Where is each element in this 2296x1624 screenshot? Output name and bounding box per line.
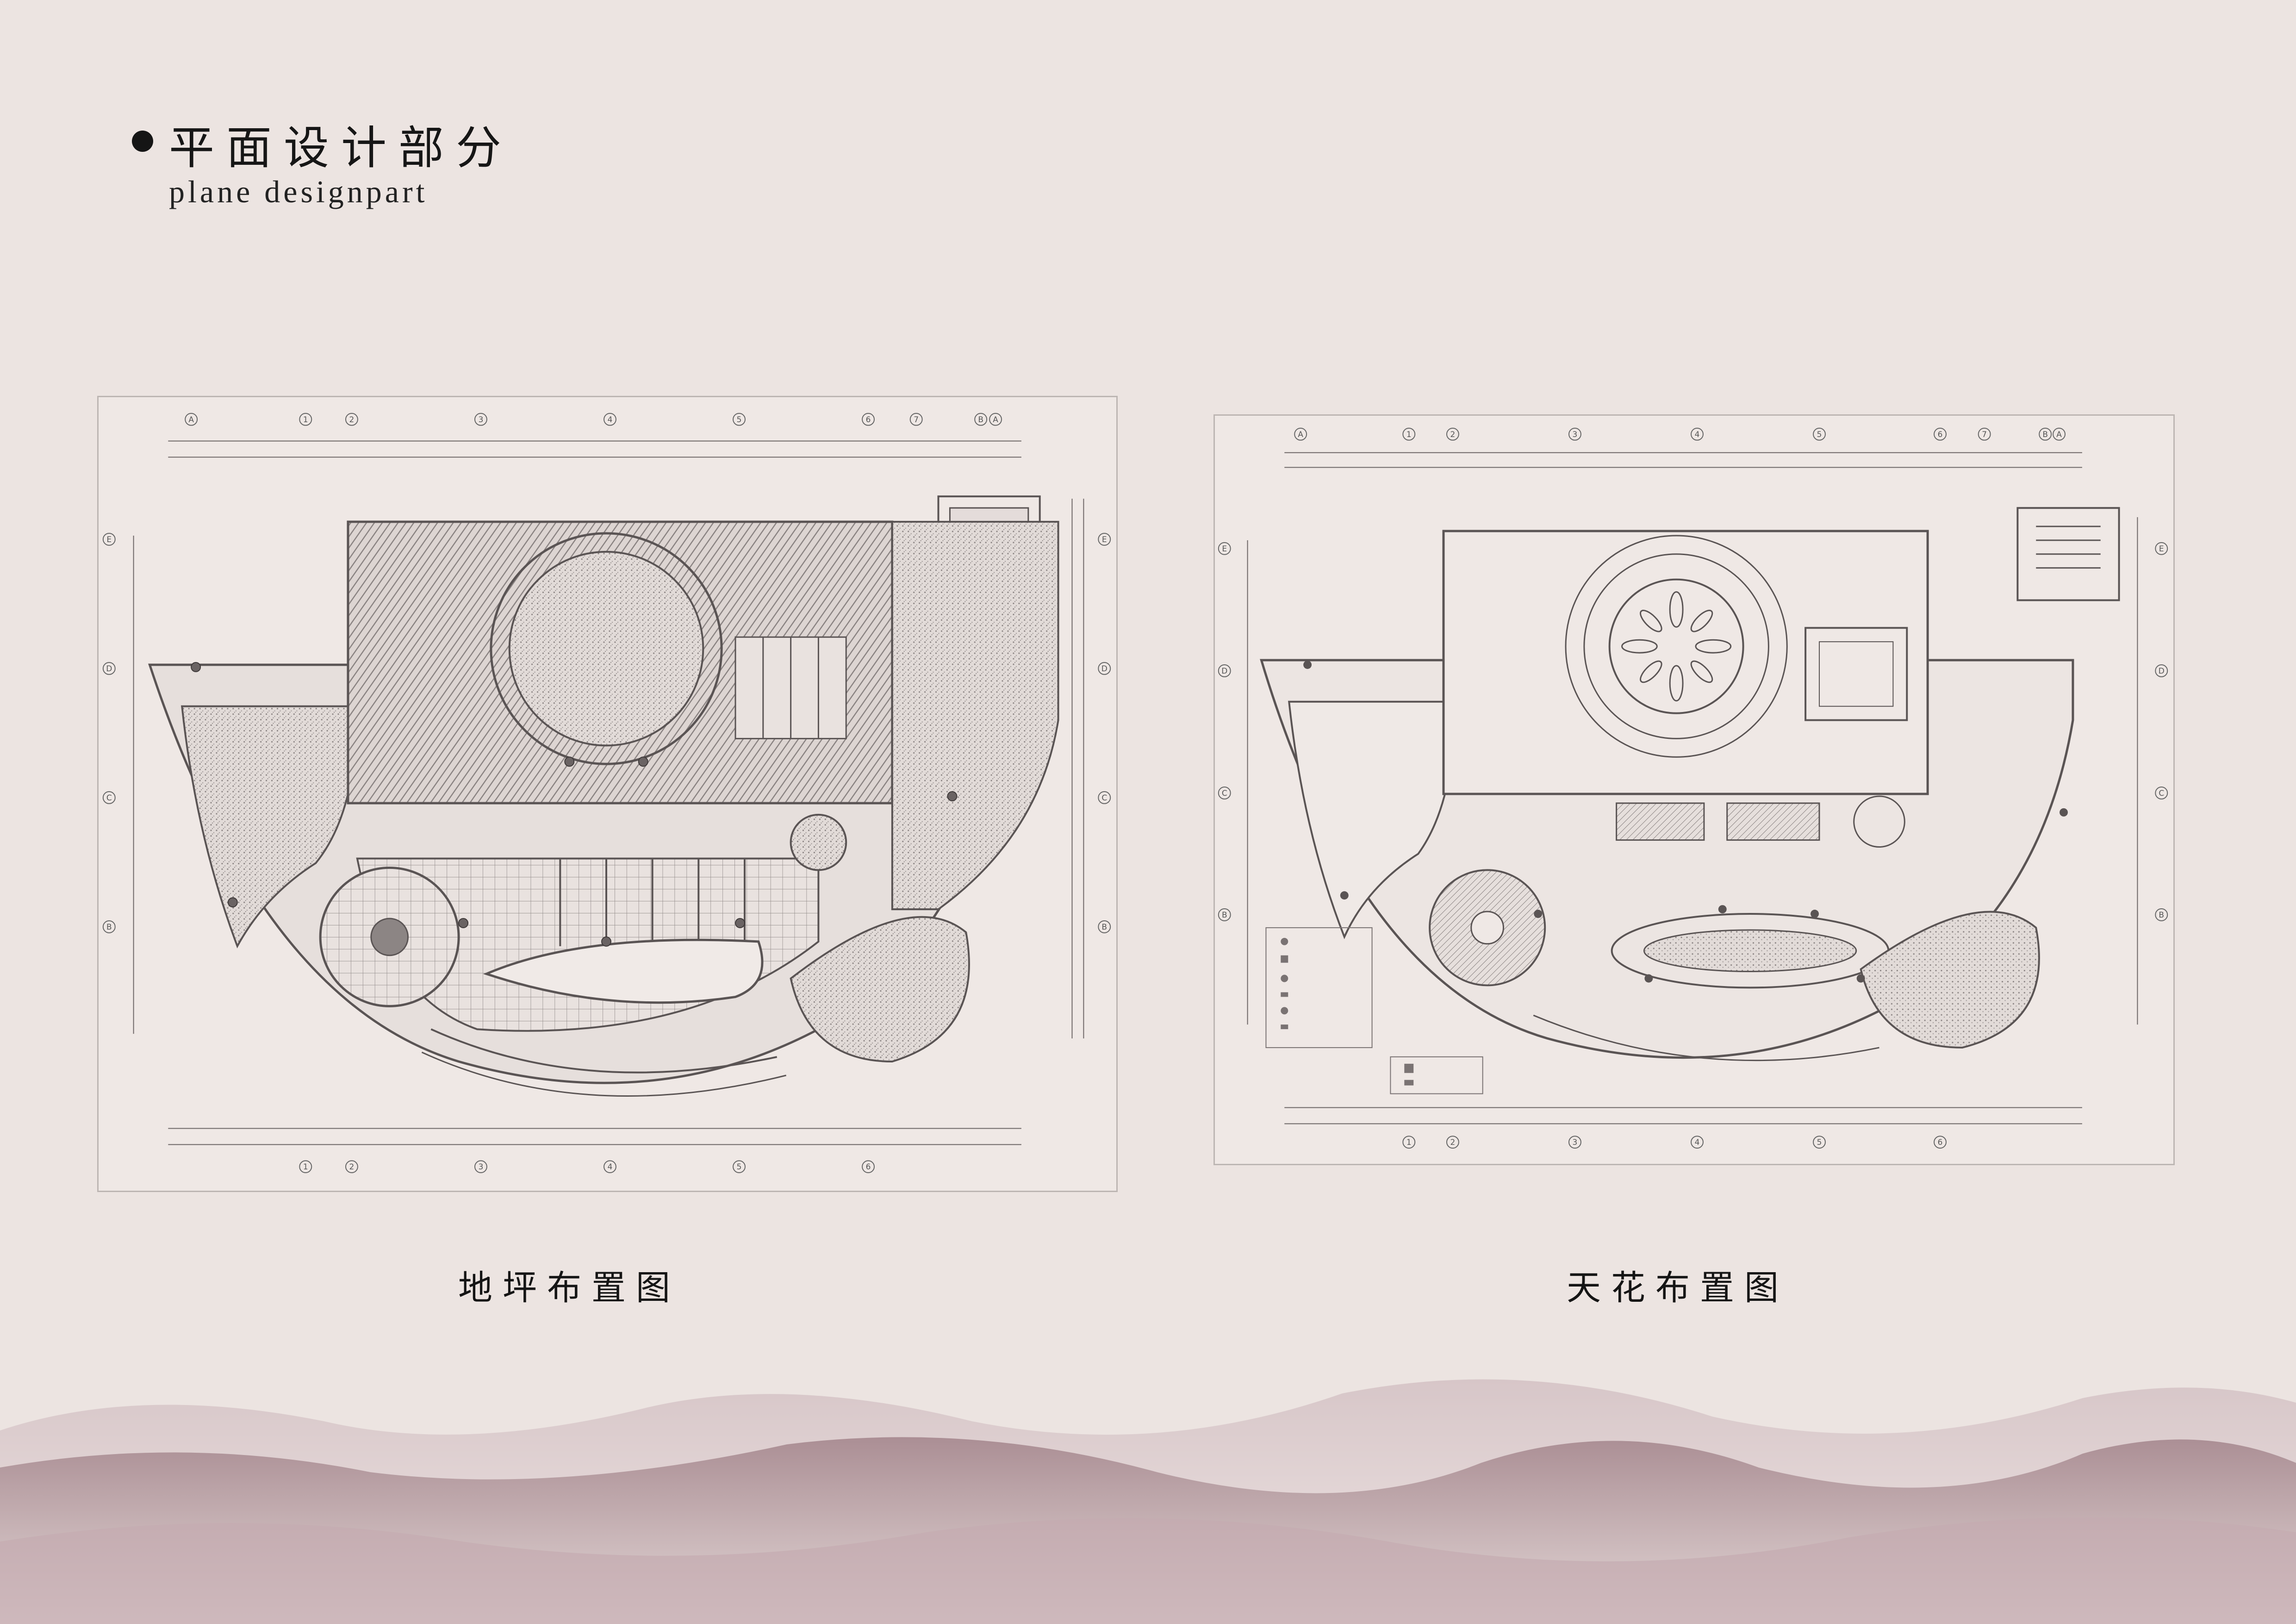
grid-label: D [1101,664,1108,673]
ceiling-plan-svg: A 1 2 3 4 5 6 7 B A 1 2 3 4 5 6 E D [1218,427,2168,1149]
grid-label: 2 [349,415,355,424]
grid-label: D [1221,666,1227,675]
ceiling-plan-drawing: A 1 2 3 4 5 6 7 B A 1 2 3 4 5 6 E D [1213,414,2175,1165]
grid-label: E [2159,544,2164,553]
grid-label: A [1298,430,1303,439]
grid-bubbles-side: E D C B E D C B [1218,542,2168,921]
legend-box [1265,927,1483,1094]
grid-label: E [1222,544,1227,553]
grid-label: 3 [1573,430,1578,439]
grid-label: B [978,415,983,424]
section-subtitle: plane designpart [169,174,428,209]
grid-label: 1 [303,1162,308,1171]
grid-label: 2 [1450,430,1456,439]
floor-plan-drawing: A 1 2 3 4 5 6 7 B A 1 2 3 4 5 6 E D [97,396,1118,1192]
grid-label: 3 [1573,1137,1578,1147]
ceiling-plan-building [1260,507,2120,1094]
grid-label: 4 [608,1162,613,1171]
grid-label: C [2159,788,2164,798]
grid-label: E [1102,535,1107,544]
ceiling-plan-caption: 天花布置图 [1567,1268,1789,1308]
grid-bubbles-top: A 1 2 3 4 5 6 7 B A [185,412,1002,426]
grid-label: C [1101,793,1107,802]
grid-label: 1 [1406,430,1412,439]
grid-label: C [106,793,112,802]
grid-label: B [1222,910,1227,919]
grid-label: 4 [608,415,613,424]
grid-label: 6 [1938,1137,1943,1147]
grid-label: B [2159,910,2164,919]
grid-label: 3 [479,1162,484,1171]
grid-label: B [2042,430,2048,439]
grid-label: D [2159,666,2165,675]
floor-plan-building [148,495,1059,1097]
grid-bubbles-top: A 1 2 3 4 5 6 7 B A [1294,427,2066,441]
bullet-dot-icon [132,131,153,152]
grid-label: C [1222,788,1227,798]
grid-bubbles-bottom: 1 2 3 4 5 6 [299,1160,875,1174]
grid-label: 6 [866,415,871,424]
grid-label: B [106,922,112,931]
grid-label: 5 [737,1162,742,1171]
section-title: 平面设计部分 [169,122,514,175]
grid-label: A [993,415,998,424]
grid-label: 2 [349,1162,355,1171]
grid-label: 5 [737,415,742,424]
grid-label: 1 [303,415,308,424]
floor-plan-svg: A 1 2 3 4 5 6 7 B A 1 2 3 4 5 6 E D [102,412,1111,1174]
grid-label: 5 [1817,1137,1822,1147]
grid-label: 5 [1817,430,1822,439]
grid-label: D [106,664,112,673]
grid-label: 7 [1982,430,1987,439]
grid-label: A [2056,430,2062,439]
floor-plan-caption: 地坪布置图 [458,1268,680,1308]
grid-label: E [106,535,112,544]
grid-label: B [1101,922,1107,931]
grid-label: 3 [479,415,484,424]
grid-label: 1 [1406,1137,1412,1147]
grid-label: A [188,415,194,424]
grid-bubbles-bottom: 1 2 3 4 5 6 [1402,1136,1947,1149]
grid-label: 6 [866,1162,871,1171]
mountain-landscape-illustration [0,1379,2296,1624]
grid-label: 4 [1695,430,1700,439]
grid-bubbles-side: E D C B E D C B [102,532,1111,933]
grid-label: 2 [1450,1137,1456,1147]
grid-label: 6 [1938,430,1943,439]
grid-label: 4 [1695,1137,1700,1147]
grid-label: 7 [914,415,919,424]
